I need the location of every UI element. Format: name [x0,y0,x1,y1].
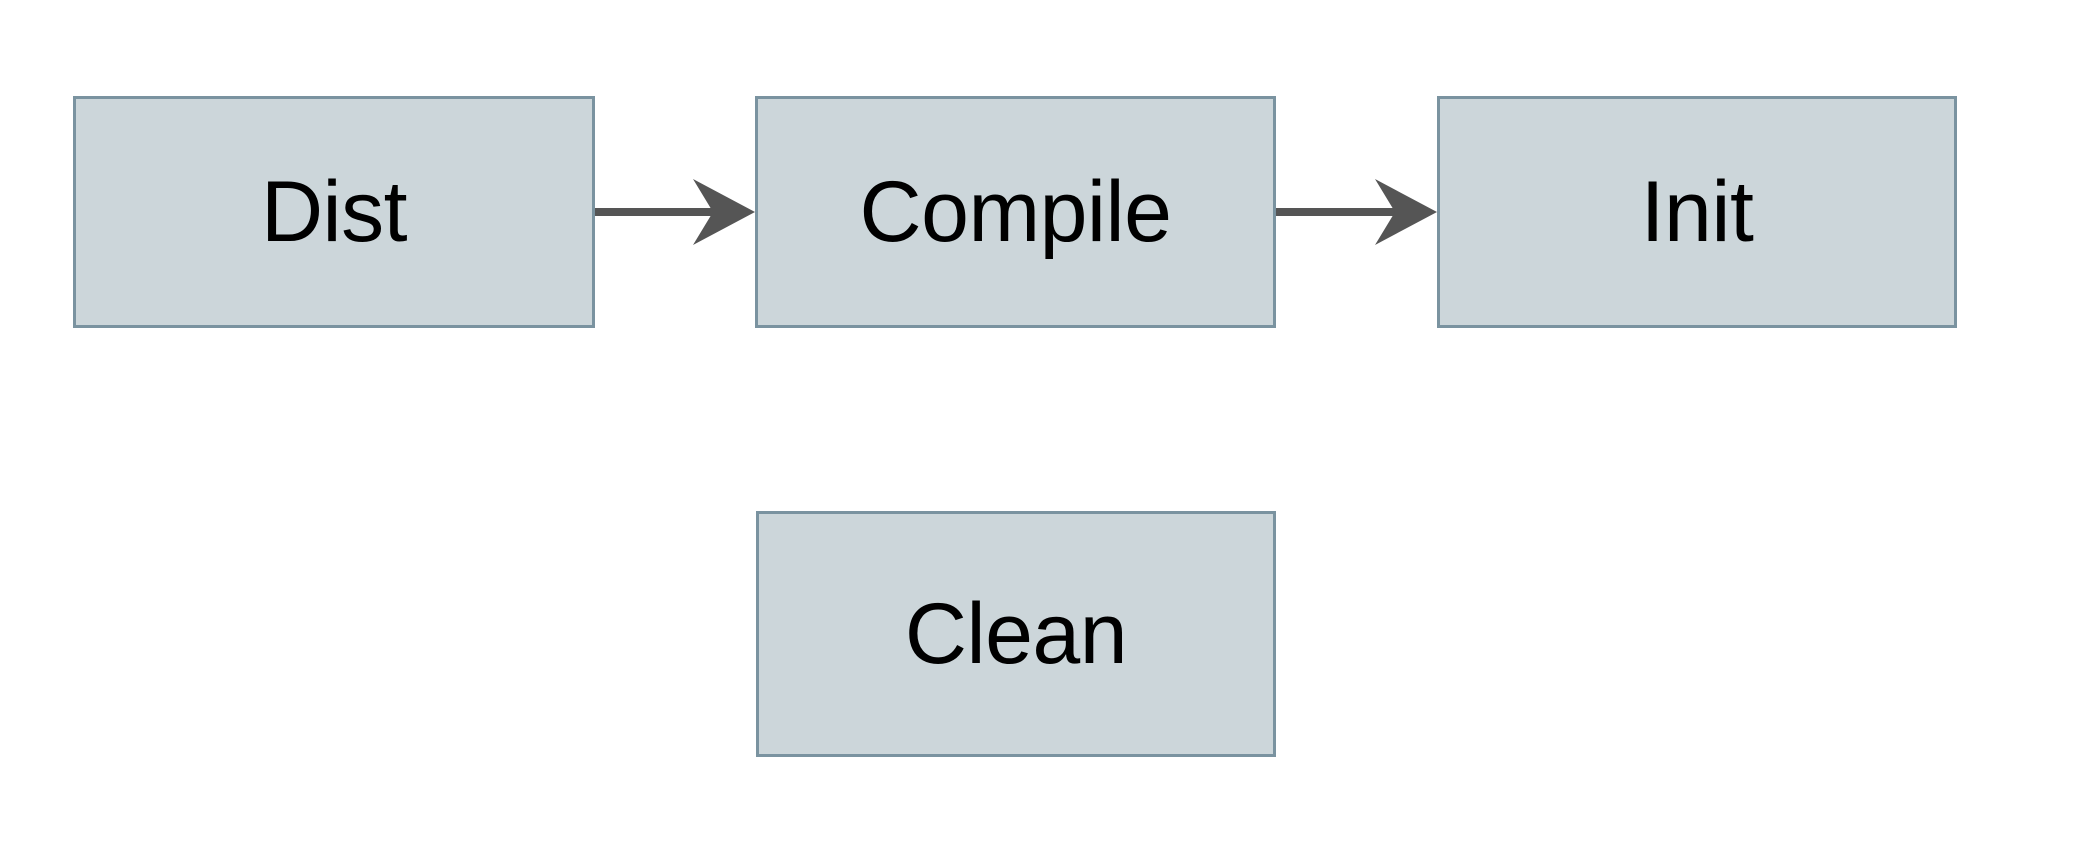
edge-arrowhead-compile-to-init [1375,179,1437,245]
node-compile[interactable]: Compile [755,96,1276,328]
edge-compile-to-init [1276,179,1437,245]
edge-arrowhead-dist-to-compile [693,179,755,245]
node-dist[interactable]: Dist [73,96,595,328]
node-init[interactable]: Init [1437,96,1957,328]
node-label-compile: Compile [859,164,1172,260]
node-label-clean: Clean [904,586,1128,682]
node-clean[interactable]: Clean [756,511,1276,757]
node-label-dist: Dist [260,164,408,260]
edge-dist-to-compile [595,179,755,245]
node-label-init: Init [1640,164,1754,260]
